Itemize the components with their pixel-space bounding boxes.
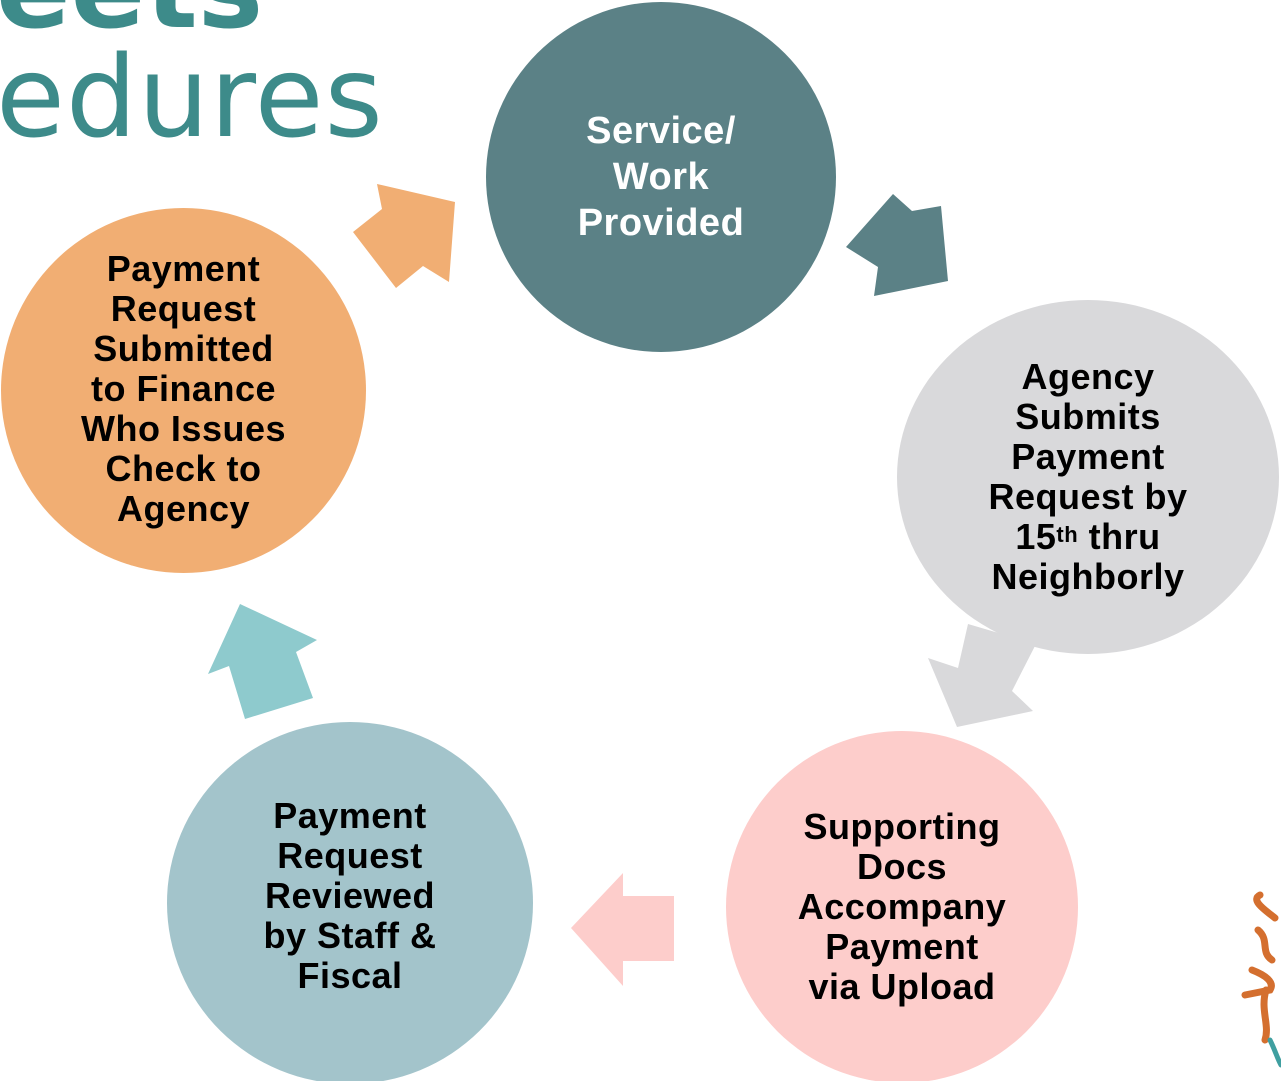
arrow-supporting-to-review: [571, 873, 674, 986]
step-agency-ordinal: th: [1056, 522, 1079, 547]
step-finance-issues-check: Payment Request Submitted to Finance Who…: [1, 208, 366, 573]
step-agency-label: Agency Submits Payment Request by 15th t…: [988, 357, 1187, 597]
arrow-service-to-agency: [846, 194, 948, 296]
step-agency-label-rest: thru Neighborly: [991, 516, 1185, 597]
decorative-branch-art: [1241, 891, 1281, 1068]
slide-title-line-2: edures: [0, 33, 384, 163]
step-service-label: Service/ Work Provided: [577, 110, 745, 244]
step-service-work-provided: Service/ Work Provided: [486, 2, 836, 352]
step-review-label: Payment Request Reviewed by Staff & Fisc…: [263, 795, 437, 996]
step-supporting-docs: Supporting Docs Accompany Payment via Up…: [726, 731, 1078, 1081]
step-review-by-staff: Payment Request Reviewed by Staff & Fisc…: [167, 722, 533, 1081]
arrow-agency-to-supporting: [928, 624, 1036, 727]
step-agency-label-main: Agency Submits Payment Request by 15: [988, 356, 1188, 557]
step-agency-submits-request: Agency Submits Payment Request by 15th t…: [897, 300, 1279, 654]
arrow-review-to-finance: [208, 604, 317, 719]
slide-title-line-1: eets: [0, 0, 263, 44]
arrow-finance-to-service: [353, 184, 455, 288]
step-finance-label: Payment Request Submitted to Finance Who…: [80, 247, 287, 529]
step-supporting-label: Supporting Docs Accompany Payment via Up…: [797, 806, 1007, 1007]
